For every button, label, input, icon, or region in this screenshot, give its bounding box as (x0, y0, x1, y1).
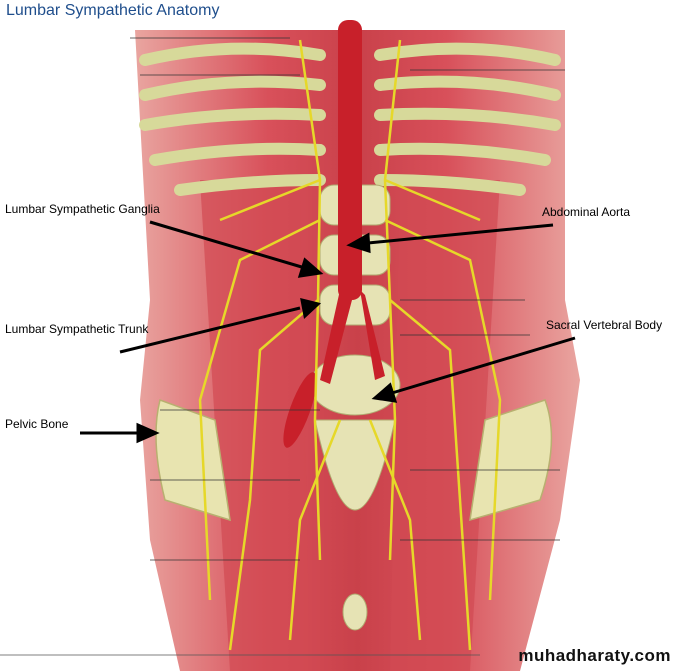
label-sacral-vertebral-body: Sacral Vertebral Body (546, 318, 663, 332)
arrows (80, 220, 576, 444)
nerves (198, 39, 502, 651)
page-title: Lumbar Sympathetic Anatomy (6, 2, 220, 19)
ribs (139, 42, 561, 196)
label-pelvic-bone: Pelvic Bone (5, 417, 69, 431)
pelvic-bone (155, 399, 553, 522)
label-lumbar-sympathetic-ganglia: Lumbar Sympathetic Ganglia (5, 202, 160, 216)
aorta (283, 20, 385, 448)
watermark: muhadharaty.com (518, 646, 671, 665)
leader-lines (0, 37, 565, 656)
label-lumbar-sympathetic-trunk: Lumbar Sympathetic Trunk (5, 322, 149, 336)
label-abdominal-aorta: Abdominal Aorta (542, 205, 631, 219)
